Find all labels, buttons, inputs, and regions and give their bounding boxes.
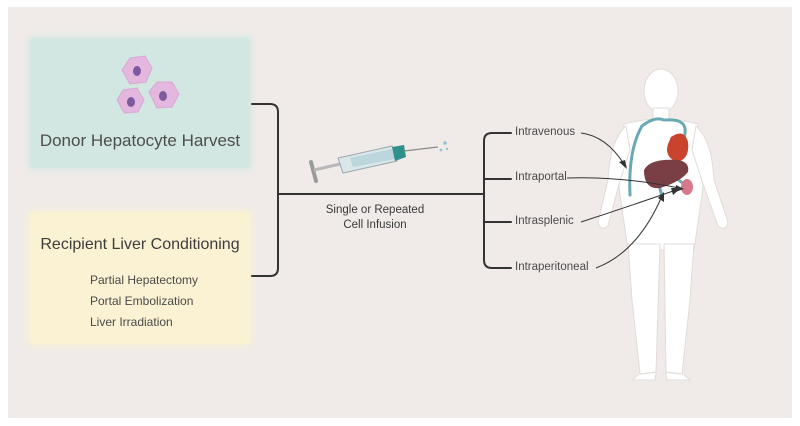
route-label-intraportal: Intraportal: [515, 171, 567, 183]
recipient-conditioning-panel: Recipient Liver Conditioning Partial Hep…: [30, 212, 250, 344]
infusion-label: Single or Repeated Cell Infusion: [300, 203, 450, 233]
spleen-icon: [681, 179, 693, 195]
merge-bracket: [251, 103, 279, 277]
intravenous-arrow: [580, 132, 625, 165]
list-item: Liver Irradiation: [90, 315, 173, 329]
route-label-intrasplenic: Intrasplenic: [515, 215, 574, 227]
conditioning-list: Partial Hepatectomy Portal Embolization …: [90, 270, 198, 333]
route-bracket: [483, 132, 512, 269]
intraperitoneal-arrow: [595, 195, 663, 269]
route-label-intraperitoneal: Intraperitoneal: [515, 261, 589, 273]
infusion-label-line2: Cell Infusion: [343, 219, 407, 231]
hepatocytes-icon: [116, 55, 180, 114]
recipient-title: Recipient Liver Conditioning: [40, 236, 240, 253]
list-item: Portal Embolization: [90, 294, 194, 308]
route-label-intravenous: Intravenous: [515, 126, 576, 138]
human-body-illustration: [597, 68, 729, 381]
infusion-label-line1: Single or Repeated: [325, 204, 425, 216]
intrasplenic-arrow: [580, 189, 677, 223]
hepatocyte-cell: [148, 81, 180, 109]
liver-icon: [644, 159, 689, 189]
syringe-icon: [309, 141, 449, 183]
donor-hepatocyte-panel: Donor Hepatocyte Harvest: [30, 38, 250, 168]
list-item: Partial Hepatectomy: [90, 273, 199, 287]
donor-title: Donor Hepatocyte Harvest: [39, 131, 241, 150]
intraportal-arrow: [566, 177, 680, 189]
hepatocyte-cell: [116, 87, 145, 114]
hepatocyte-cell: [121, 55, 153, 85]
heart-icon: [667, 133, 689, 162]
